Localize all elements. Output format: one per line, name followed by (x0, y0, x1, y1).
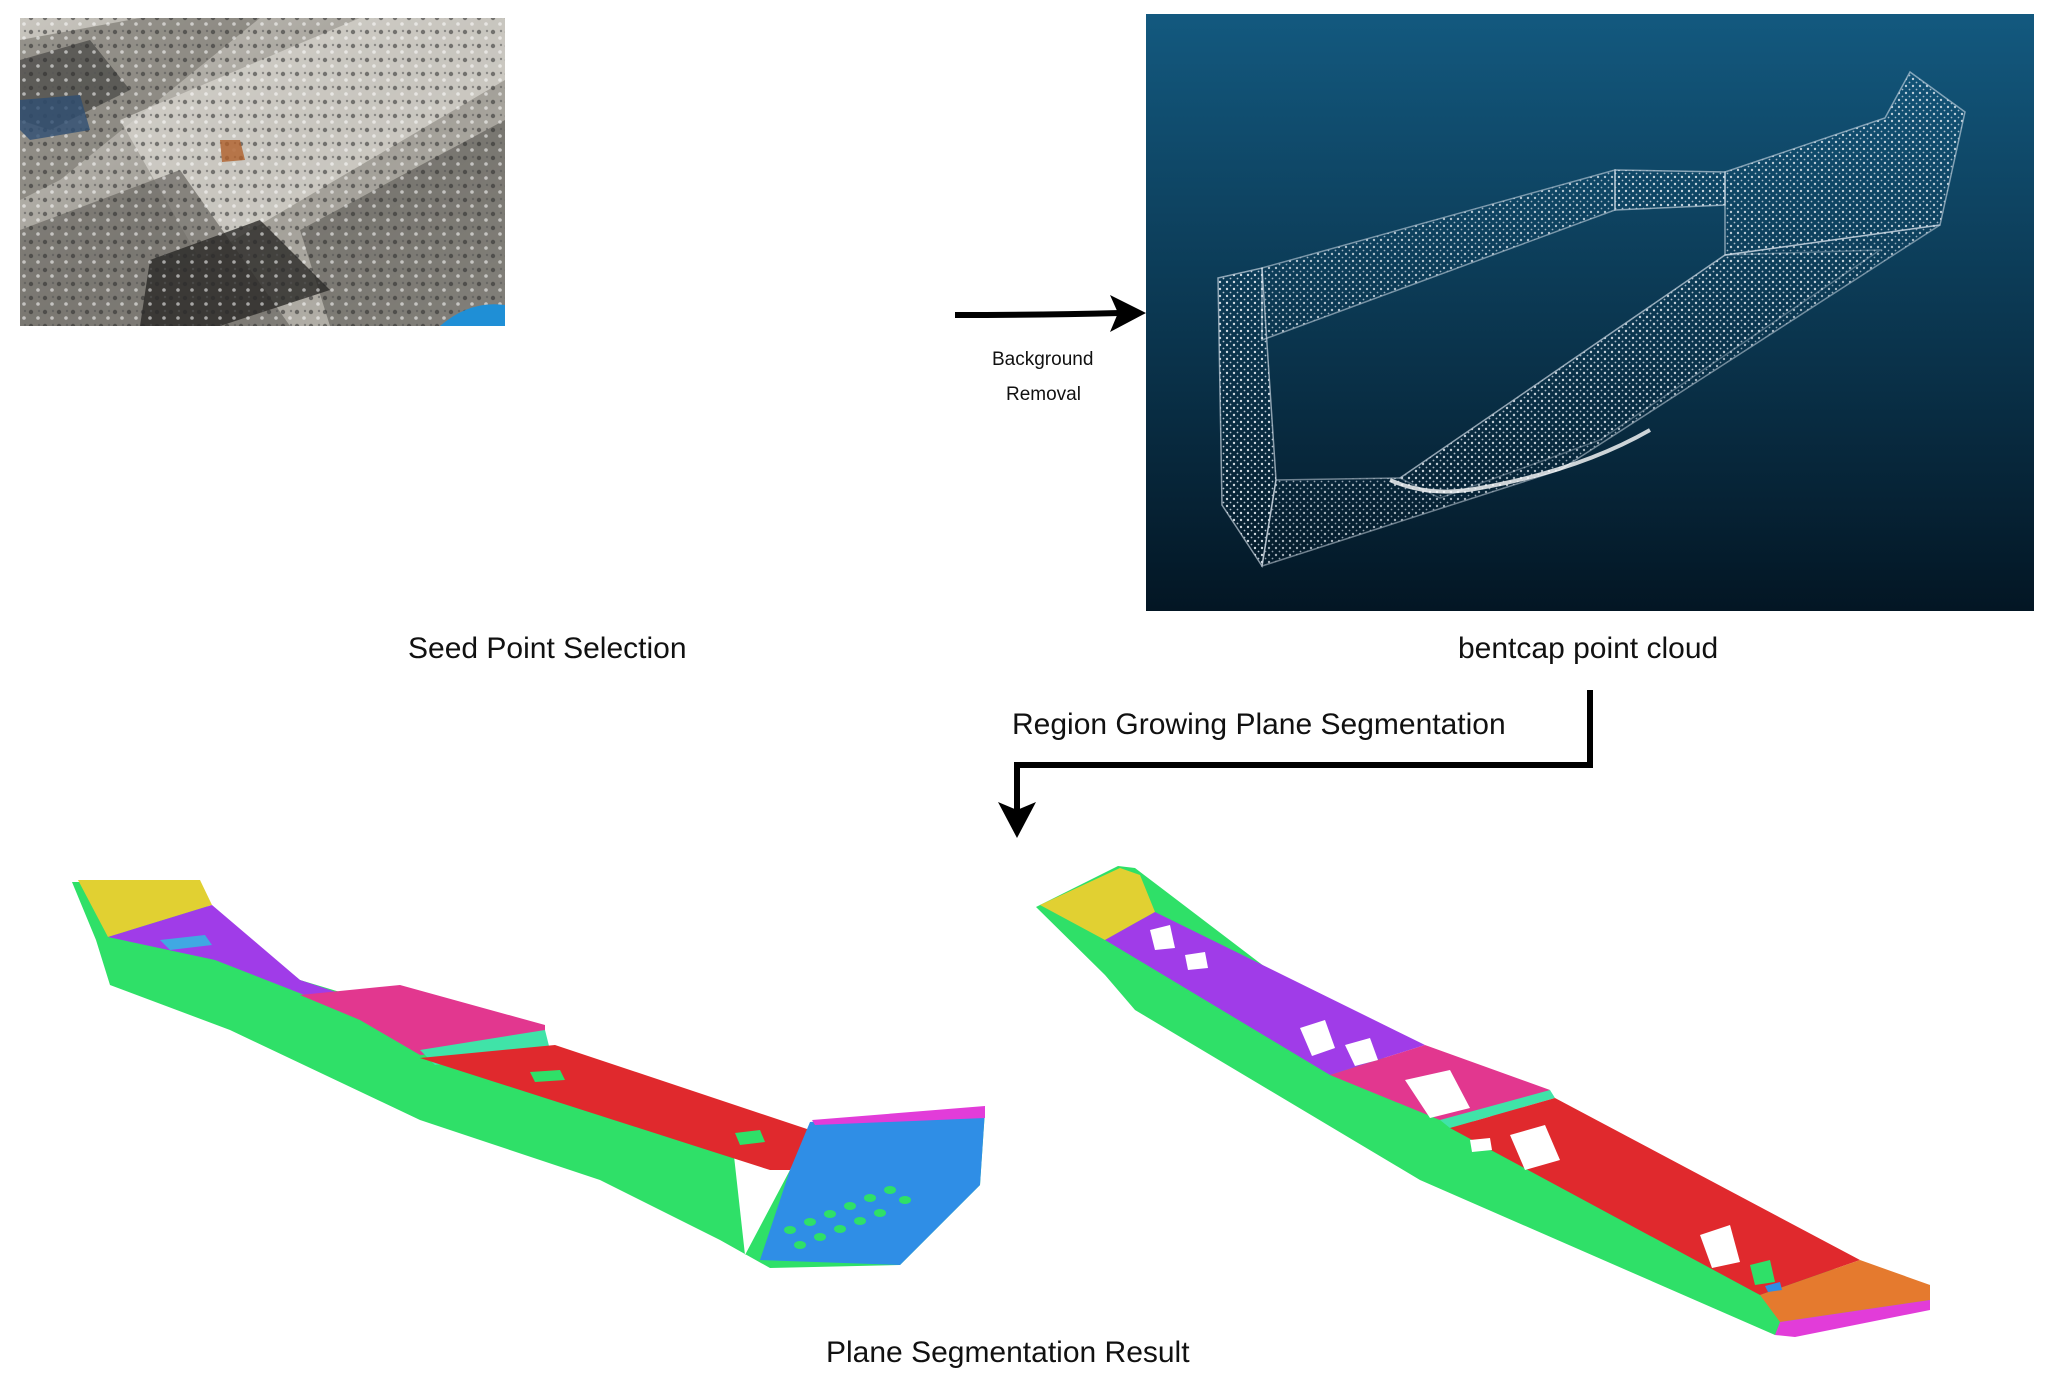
segmentation-top-view (1036, 866, 1930, 1337)
background-removal-arrow (954, 295, 1146, 332)
region-growing-label: Region Growing Plane Segmentation (1012, 708, 1506, 741)
plane-segmentation-result-label: Plane Segmentation Result (826, 1336, 1190, 1369)
bentcap-point-cloud-label: bentcap point cloud (1458, 632, 1719, 665)
bentcap-point-cloud-image (1146, 14, 2034, 611)
background-removal-label-line2: Removal (1006, 384, 1081, 405)
seed-photo-group (20, 18, 505, 326)
seed-point-selection-label: Seed Point Selection (408, 632, 687, 665)
segmentation-3d-view (72, 880, 985, 1268)
background-removal-label-line1: Background (992, 349, 1094, 370)
